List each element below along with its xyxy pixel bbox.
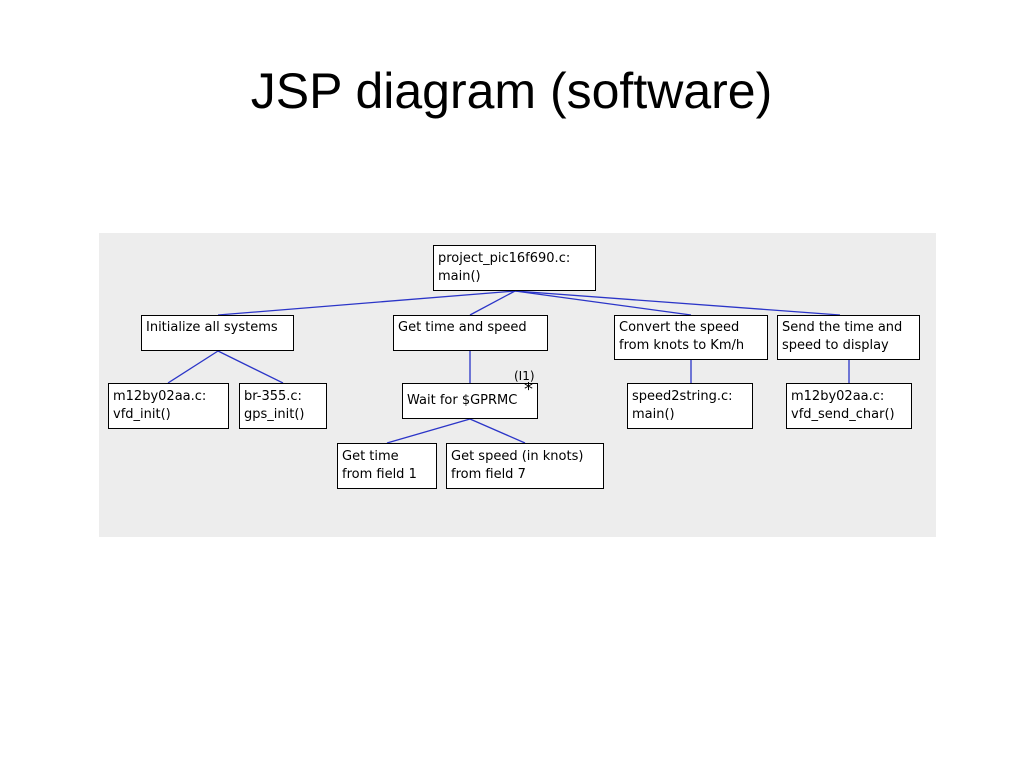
node-convert-speed: Convert the speed from knots to Km/h [614,315,768,360]
node-speed2string: speed2string.c: main() [627,383,753,429]
node-get-time: Get time from field 1 [337,443,437,489]
node-get-time-line-2: from field 1 [342,467,417,482]
node-get-time-speed-line-1: Get time and speed [398,320,527,335]
link-root-send [514,290,841,316]
node-send-line-1: Send the time and [782,320,903,335]
node-wait-line-1: Wait for $GPRMC [407,393,518,408]
node-get-time-and-speed: Get time and speed [393,315,548,351]
iteration-label: (I1) [514,369,535,383]
iteration-marker: * [524,379,533,400]
node-root: project_pic16f690.c: main() [433,245,596,291]
node-get-speed: Get speed (in knots) from field 7 [446,443,604,489]
node-vfd-init-line-1: m12by02aa.c: [113,389,207,404]
node-get-speed-line-2: from field 7 [451,467,526,482]
slide-title: JSP diagram (software) [250,63,773,119]
node-gps-init-line-1: br-355.c: [244,389,302,404]
node-gps-init-line-2: gps_init() [244,407,305,422]
node-vfd-send-line-1: m12by02aa.c: [791,389,885,404]
node-init-line-1: Initialize all systems [146,320,278,335]
node-speed2string-line-2: main() [632,407,675,422]
node-vfd-init-line-2: vfd_init() [113,407,171,422]
node-initialize-all-systems: Initialize all systems [141,315,294,351]
node-speed2string-line-1: speed2string.c: [632,389,733,404]
node-send-line-2: speed to display [782,338,889,353]
link-wait-get-time [386,418,471,444]
node-vfd-send-line-2: vfd_send_char() [791,407,895,422]
node-wait-for-gprmc: Wait for $GPRMC [402,383,538,419]
node-convert-line-1: Convert the speed [619,320,740,335]
node-send-to-display: Send the time and speed to display [777,315,920,360]
node-convert-line-2: from knots to Km/h [619,338,745,353]
link-root-init [217,290,516,316]
node-get-speed-line-1: Get speed (in knots) [451,449,584,464]
node-root-line-1: project_pic16f690.c: [438,251,571,266]
link-wait-get-speed [469,418,526,444]
node-vfd-send-char: m12by02aa.c: vfd_send_char() [786,383,912,429]
node-root-line-2: main() [438,269,481,284]
link-init-vfd-init [167,350,219,384]
node-get-time-line-1: Get time [342,449,399,464]
node-vfd-init: m12by02aa.c: vfd_init() [108,383,229,429]
link-root-get-time-speed [469,290,516,316]
link-root-convert [514,290,692,316]
node-gps-init: br-355.c: gps_init() [239,383,327,429]
link-init-gps-init [217,350,284,384]
